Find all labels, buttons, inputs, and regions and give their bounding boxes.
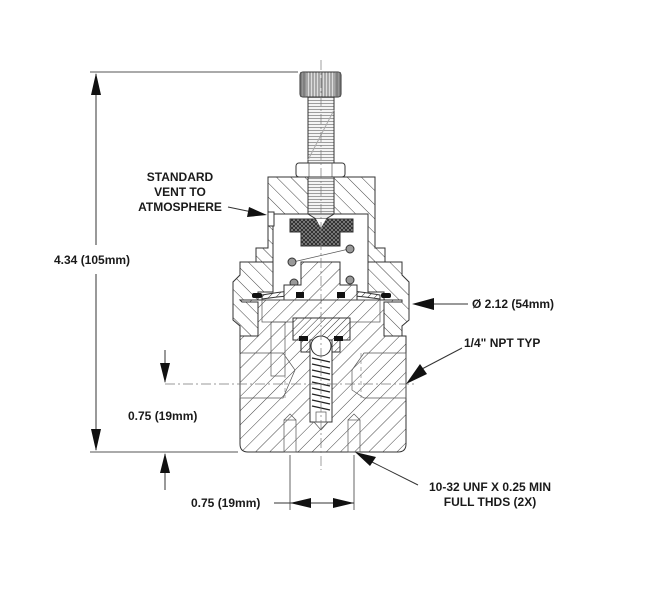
- svg-text:VENT TO: VENT TO: [154, 185, 206, 199]
- bonnet: [255, 176, 386, 263]
- svg-text:ATMOSPHERE: ATMOSPHERE: [138, 200, 222, 214]
- svg-text:FULL THDS (2X): FULL THDS (2X): [444, 495, 536, 509]
- callout-vent: STANDARD VENT TO ATMOSPHERE: [138, 170, 267, 217]
- cap-ring: [232, 261, 410, 337]
- spring-button: [289, 218, 354, 247]
- dimension-overall-height: 4.34 (105mm): [54, 71, 298, 453]
- npt-port-label: 1/4" NPT TYP: [464, 336, 540, 350]
- hole-spacing-label: 0.75 (19mm): [191, 496, 260, 510]
- callout-npt-port: 1/4" NPT TYP: [406, 336, 540, 384]
- svg-text:STANDARD: STANDARD: [147, 170, 214, 184]
- vent-label-line1: STANDARD: [147, 170, 214, 184]
- dimension-port-height: 0.75 (19mm): [128, 350, 197, 490]
- knurled-knob: [299, 71, 342, 98]
- diameter-label: Ø 2.12 (54mm): [472, 297, 554, 311]
- callout-diameter: Ø 2.12 (54mm): [412, 297, 554, 311]
- vent-label-line2: VENT TO: [154, 185, 206, 199]
- lock-nut: [295, 162, 346, 178]
- vent-port: [267, 211, 275, 227]
- regulator-body: [238, 299, 407, 453]
- callout-mounting-thread: 10-32 UNF X 0.25 MIN FULL THDS (2X): [355, 452, 551, 509]
- svg-text:10-32 UNF X 0.25 MIN: 10-32 UNF X 0.25 MIN: [429, 480, 551, 494]
- thread-label-line1: 10-32 UNF X 0.25 MIN: [429, 480, 551, 494]
- thread-label-line2: FULL THDS (2X): [444, 495, 536, 509]
- dimension-hole-spacing: 0.75 (19mm): [191, 496, 354, 510]
- overall-height-label: 4.34 (105mm): [54, 253, 130, 267]
- vent-label-line3: ATMOSPHERE: [138, 200, 222, 214]
- port-height-label: 0.75 (19mm): [128, 409, 197, 423]
